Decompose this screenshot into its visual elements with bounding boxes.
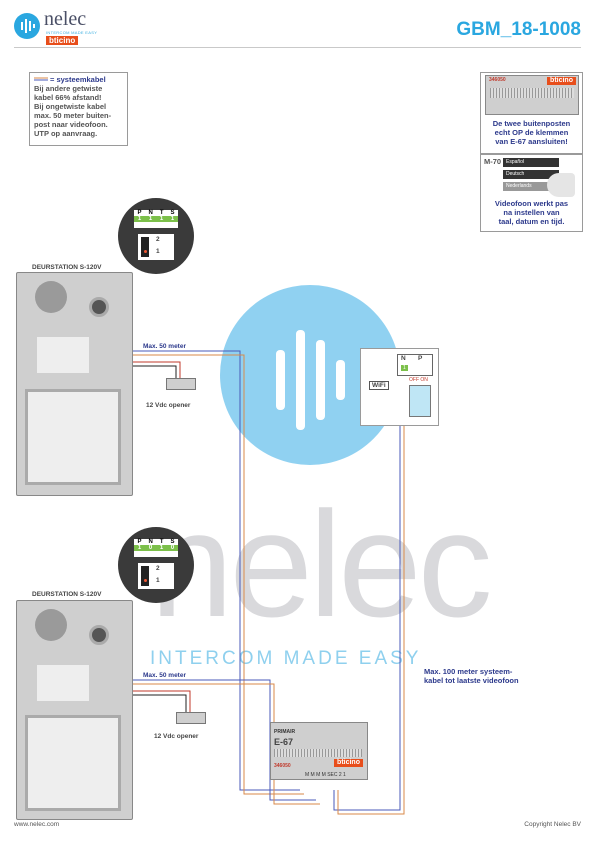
- m70-caption: taal, datum en tijd.: [498, 217, 565, 226]
- dip-label: S: [170, 210, 175, 216]
- e67-inset-caption: De twee buitenposten: [492, 119, 571, 128]
- watermark-tagline: INTERCOM MADE EASY: [150, 648, 422, 669]
- switch-label: OFF ON: [409, 377, 428, 383]
- watermark-logo-icon: [276, 330, 345, 430]
- system-note: Max. 100 meter systeem-: [424, 667, 513, 676]
- e67-code: 346050: [274, 763, 291, 769]
- door-opener-bottom: [176, 712, 206, 724]
- dip-switch-zoom-bottom: P N T S 1 0 1 0 2 1: [118, 527, 194, 603]
- m70-menu-item: Deutsch: [503, 170, 559, 179]
- dip-label: P: [137, 210, 142, 216]
- m70-menu-item: Nederlands: [503, 182, 559, 191]
- note-line: Bij ongetwiste kabel: [34, 102, 107, 111]
- e67-inset-box: 346050 bticino De twee buitenposten echt…: [480, 72, 583, 154]
- m70-model: M-70: [484, 157, 502, 166]
- dip-label: S: [170, 539, 175, 545]
- dip-switch-zoom-top: P N T S 1 1 1 1 2 1: [118, 198, 194, 274]
- hand-icon: [547, 173, 575, 197]
- jumper-label: 2: [156, 565, 160, 572]
- dip-value: 1: [159, 216, 164, 222]
- e67-power-supply: PRIMAIR E-67 346050 bticino M M M M SEC …: [270, 722, 368, 780]
- jumper-label: 1: [156, 248, 160, 255]
- dip-value: 1: [159, 545, 164, 551]
- distance-label-top: Max. 50 meter: [143, 343, 186, 350]
- brand-name: nelec: [44, 8, 87, 30]
- system-note: kabel tot laatste videofoon: [424, 676, 519, 685]
- dip-value: 1: [137, 216, 142, 222]
- wifi-badge: WiFi: [369, 381, 389, 390]
- jumper-label: 2: [156, 236, 160, 243]
- dip-label: T: [159, 210, 164, 216]
- e67-inset-code: 346050: [489, 77, 506, 83]
- note-line: Bij andere getwiste: [34, 84, 103, 93]
- videophone-monitor: N P 1 WiFi OFF ON: [360, 348, 439, 426]
- partner-logo: bticino: [46, 36, 79, 45]
- footer-website: www.nelec.com: [14, 821, 60, 828]
- dip-label: P: [137, 539, 142, 545]
- opener-label-top: 12 Vdc opener: [146, 402, 191, 409]
- e67-brand: bticino: [334, 759, 363, 767]
- door-station-top: [16, 272, 133, 496]
- dip-value: 1: [137, 545, 142, 551]
- opener-label-bottom: 12 Vdc opener: [154, 733, 199, 740]
- dip-label: T: [159, 539, 164, 545]
- nelec-logo-icon: [14, 13, 40, 39]
- system-cable-legend-icon: [34, 77, 48, 81]
- np-value: 1: [401, 365, 408, 371]
- header-divider: [14, 47, 581, 48]
- e67-inset-caption: van E-67 aansluiten!: [495, 137, 568, 146]
- door-opener-top: [166, 378, 196, 390]
- e67-terminals: M M M M SEC 2 1: [305, 772, 346, 778]
- station-title: DEURSTATION S-120V: [32, 264, 102, 271]
- e67-inset-caption: echt OP de klemmen: [494, 128, 569, 137]
- e67-title: E-67: [274, 737, 294, 747]
- legend-key: = systeemkabel: [50, 75, 106, 84]
- brand-tagline: INTERCOM MADE EASY: [46, 30, 98, 35]
- dip-value: 0: [170, 545, 175, 551]
- dip-value: 1: [148, 216, 153, 222]
- cable-note-box: = systeemkabel Bij andere getwiste kabel…: [29, 72, 128, 146]
- e67-inset-brand: bticino: [547, 77, 576, 85]
- e67-primary-label: PRIMAIR: [274, 729, 296, 735]
- m70-caption: na instellen van: [503, 208, 560, 217]
- station-title: DEURSTATION S-120V: [32, 591, 102, 598]
- document-id: GBM_18-1008: [456, 19, 581, 40]
- m70-caption: Videofoon werkt pas: [494, 199, 569, 208]
- jumper-label: 1: [156, 577, 160, 584]
- note-line: max. 50 meter buiten-: [34, 111, 112, 120]
- note-line: kabel 66% afstand!: [34, 93, 102, 102]
- distance-label-bottom: Max. 50 meter: [143, 672, 186, 679]
- monitor-terminal-block: [409, 385, 431, 417]
- door-station-bottom: [16, 600, 133, 820]
- m70-inset-box: M-70 Español Deutsch Nederlands Videofoo…: [480, 154, 583, 232]
- note-line: UTP op aanvraag.: [34, 129, 98, 138]
- dip-label: N: [148, 539, 153, 545]
- dip-value: 0: [148, 545, 153, 551]
- dip-value: 1: [170, 216, 175, 222]
- footer-copyright: Copyright Nelec BV: [524, 821, 581, 828]
- np-label: P: [418, 355, 423, 362]
- note-line: post naar videofoon.: [34, 120, 108, 129]
- e67-inset-device: 346050 bticino: [485, 75, 579, 115]
- m70-menu-item: Español: [503, 158, 559, 167]
- np-label: N: [401, 355, 406, 362]
- dip-label: N: [148, 210, 153, 216]
- watermark-word: nelec: [150, 480, 493, 648]
